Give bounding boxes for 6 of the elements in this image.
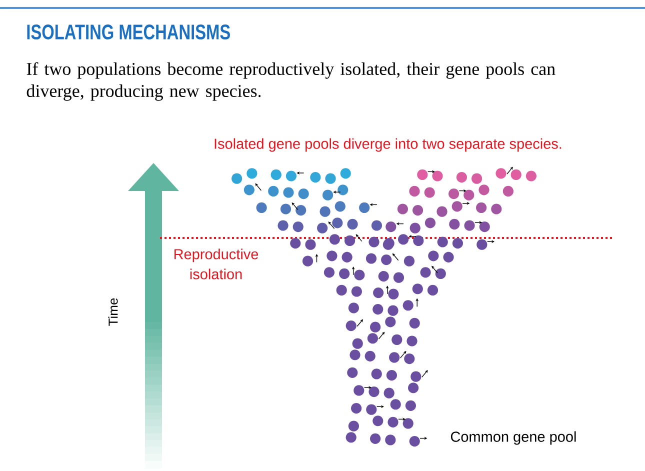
annotation: Common gene pool (450, 431, 576, 445)
axis-label: Time (108, 298, 118, 326)
annotation: Reproductive isolation (174, 248, 258, 280)
title: ISOLATING MECHANISMS (27, 24, 230, 40)
caption: Isolated gene pools diverge into two separate species. (214, 138, 562, 152)
description: If two populations become reproductively isolated, their gene pools can diverge, producing new species. (26, 62, 556, 101)
